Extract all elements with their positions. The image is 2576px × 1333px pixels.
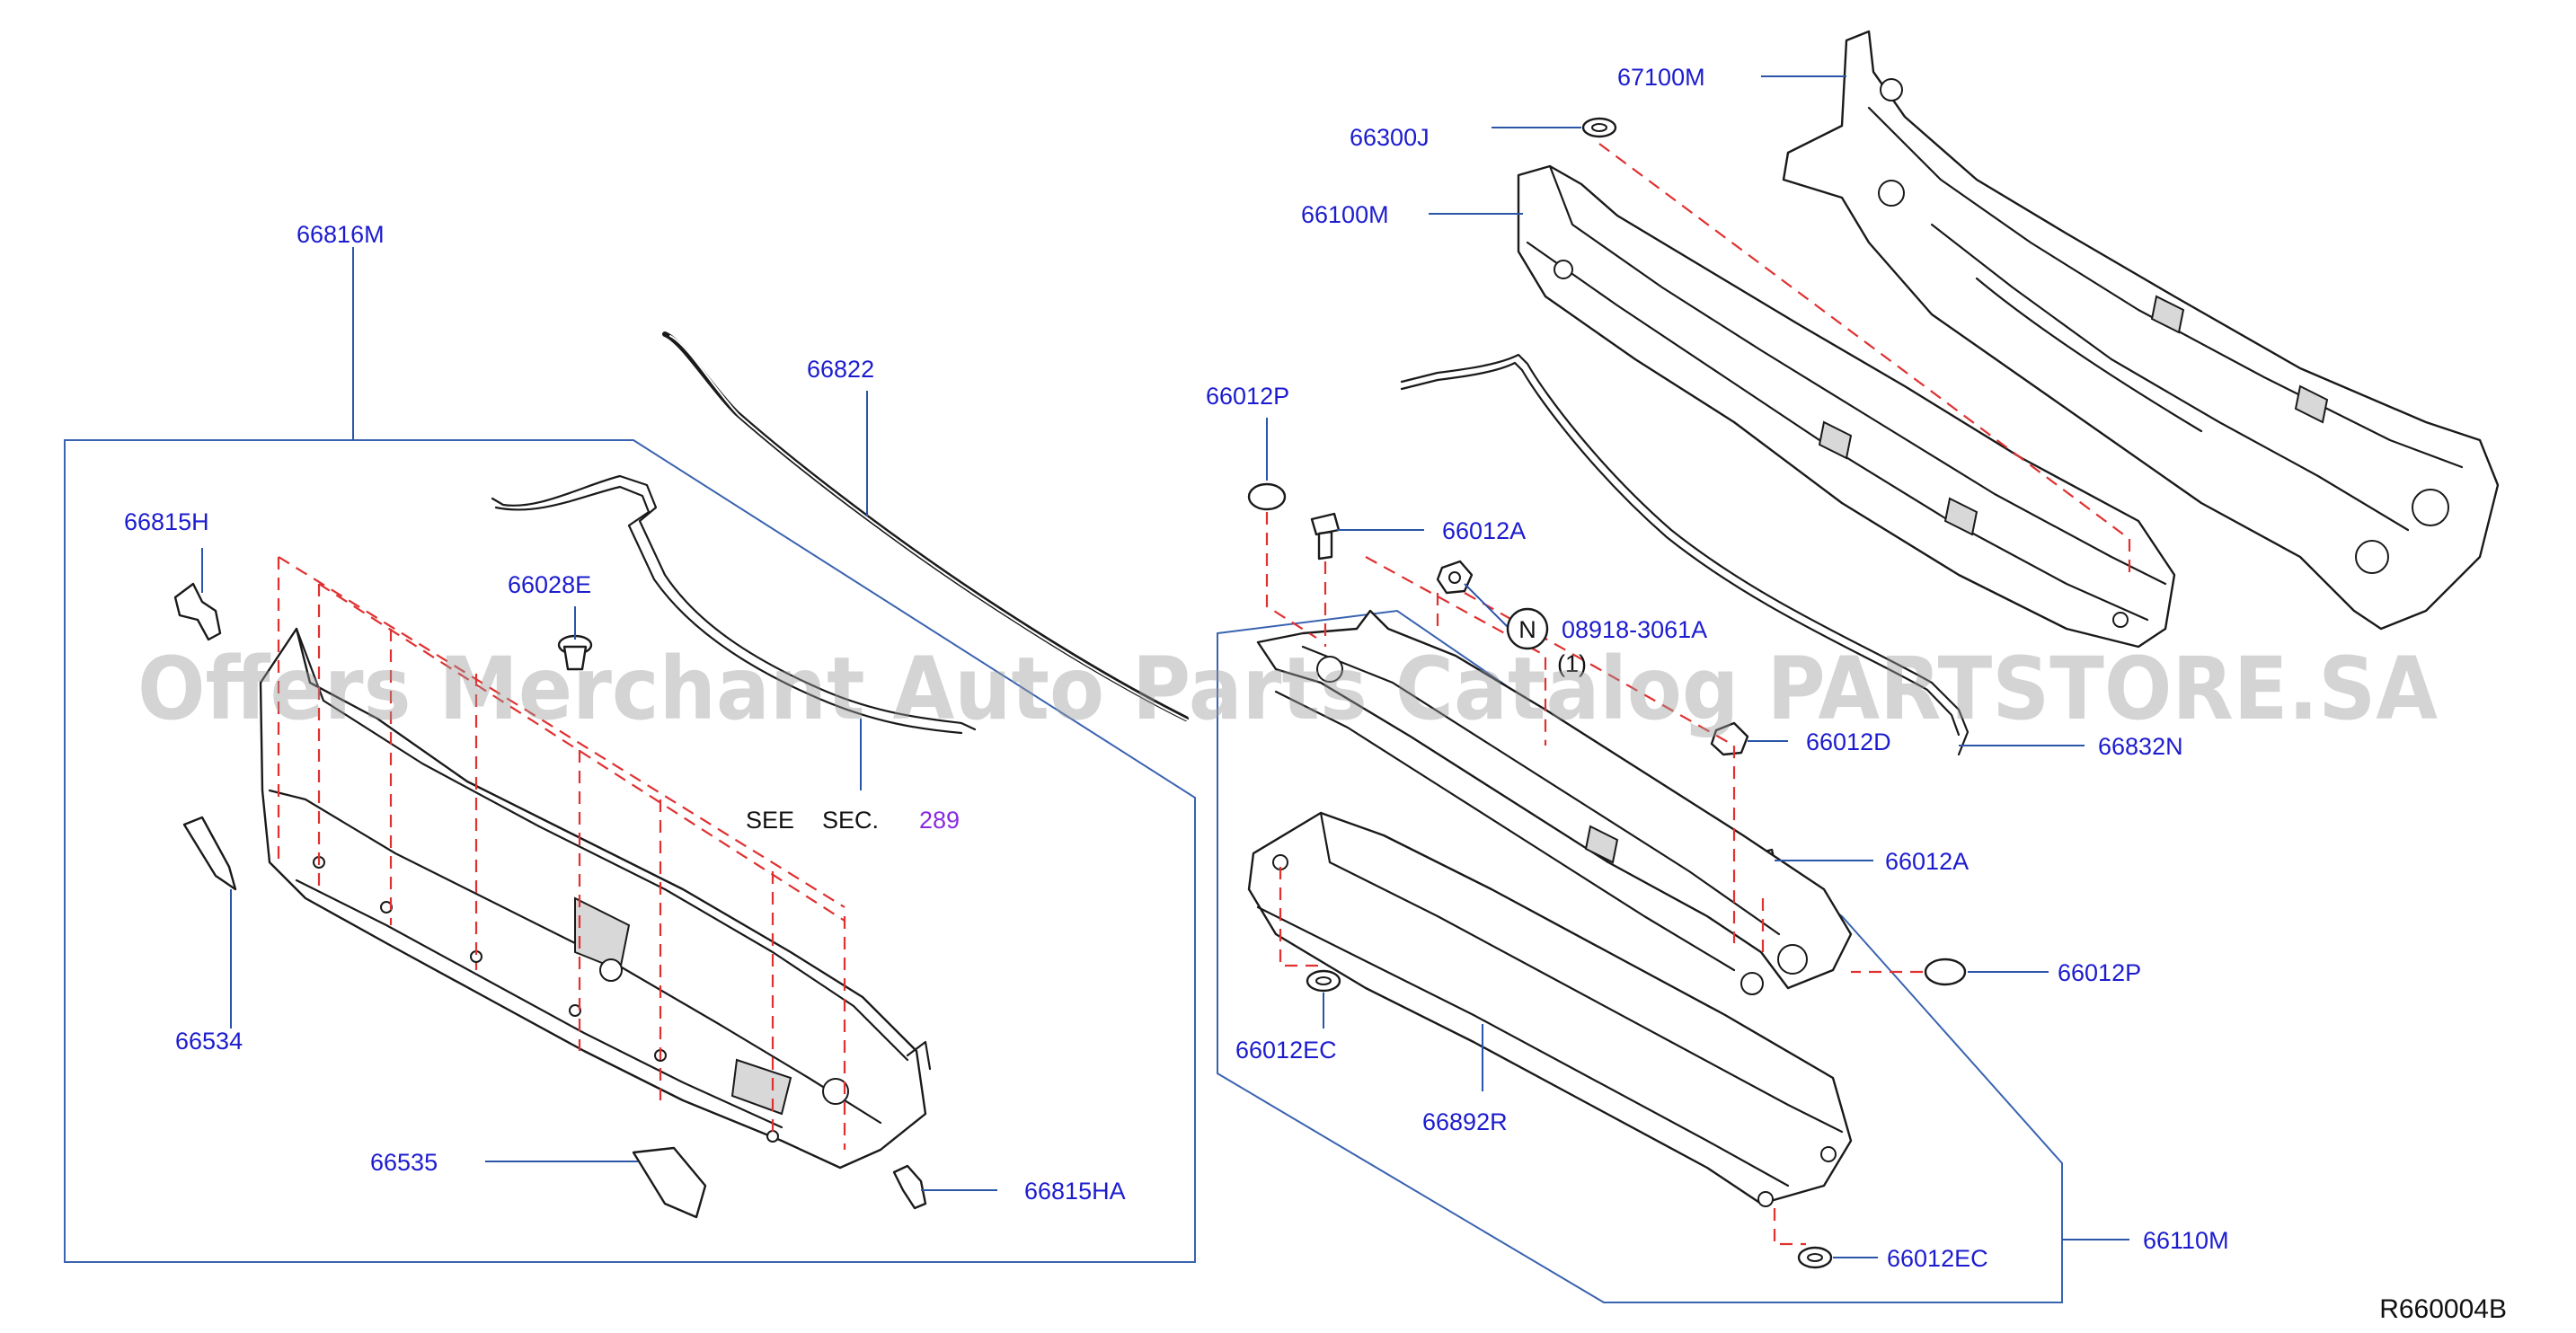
grommet-66300J <box>1581 117 1617 138</box>
label-66012P-top: 66012P <box>1206 383 1289 410</box>
part-labels: 66816M 66822 66815H 66028E 66534 66535 6… <box>124 64 2229 1272</box>
label-66535: 66535 <box>370 1149 438 1176</box>
see-sec: SEC. <box>822 807 879 834</box>
label-08918-3061A: 08918-3061A <box>1562 616 1707 643</box>
label-66892R: 66892R <box>1422 1108 1508 1135</box>
label-66822: 66822 <box>807 356 874 383</box>
label-66300J: 66300J <box>1350 124 1430 151</box>
label-08918-qty: (1) <box>1557 650 1587 677</box>
see-prefix: SEE <box>746 807 794 834</box>
see-section-number[interactable]: 289 <box>919 807 960 834</box>
seal-66815H <box>173 582 222 641</box>
diagram-code: R660004B <box>2379 1294 2507 1324</box>
note-circle <box>1506 607 1549 650</box>
label-66012A-top: 66012A <box>1442 517 1526 544</box>
cover-66534 <box>182 816 237 891</box>
cap-66012P-right <box>1924 958 1967 986</box>
washer-hose <box>491 474 977 731</box>
cowl-top-cover <box>259 627 932 1170</box>
group-frame-66816M <box>64 439 1196 1263</box>
cap-66012P-top <box>1247 482 1287 511</box>
clip-66028E <box>557 634 593 671</box>
label-66534: 66534 <box>175 1028 243 1055</box>
label-66012P-right: 66012P <box>2058 959 2141 986</box>
group-frame-66110M <box>1217 609 2063 1303</box>
grommet-66012EC-right <box>1797 1246 1833 1269</box>
left-guide-lines <box>277 556 846 1150</box>
cowl-top-molding-inner <box>669 335 1189 721</box>
label-66028E: 66028E <box>508 571 591 598</box>
hose-66832N-inner <box>1400 361 1961 737</box>
label-66012EC-left: 66012EC <box>1235 1037 1337 1064</box>
washer-hose-inner <box>494 485 963 735</box>
label-66012D: 66012D <box>1806 728 1891 755</box>
label-66815HA: 66815HA <box>1024 1178 1126 1205</box>
nut-66012D <box>1710 721 1749 756</box>
dash-upper-panel <box>1782 30 2500 631</box>
label-66832N: 66832N <box>2098 733 2183 760</box>
label-66816M: 66816M <box>297 221 385 248</box>
cowl-top-seal-upper <box>1517 164 2176 649</box>
cover-66535 <box>632 1146 707 1219</box>
nut-08918-3061A <box>1436 560 1474 595</box>
label-66100M: 66100M <box>1301 201 1389 228</box>
cowl-box-bracket <box>1256 609 1853 995</box>
label-66012EC-right: 66012EC <box>1887 1245 1988 1272</box>
label-66110M: 66110M <box>2143 1227 2229 1254</box>
bolt-66012A-top <box>1310 512 1341 561</box>
seal-66815HA <box>892 1164 927 1210</box>
label-67100M: 67100M <box>1617 64 1705 91</box>
label-66012A-right: 66012A <box>1885 848 1969 875</box>
hose-66832N <box>1400 353 1970 756</box>
grommet-66012EC-left <box>1306 969 1341 993</box>
cowl-lower-cover <box>1247 811 1853 1207</box>
right-guide-lines <box>1265 143 2131 1246</box>
label-66815H: 66815H <box>124 508 209 535</box>
note-symbol: N <box>1518 616 1536 643</box>
leader-lines <box>201 75 2129 1258</box>
watermark-text: Offers Merchant Auto Parts Catalog PARTS… <box>137 639 2438 739</box>
